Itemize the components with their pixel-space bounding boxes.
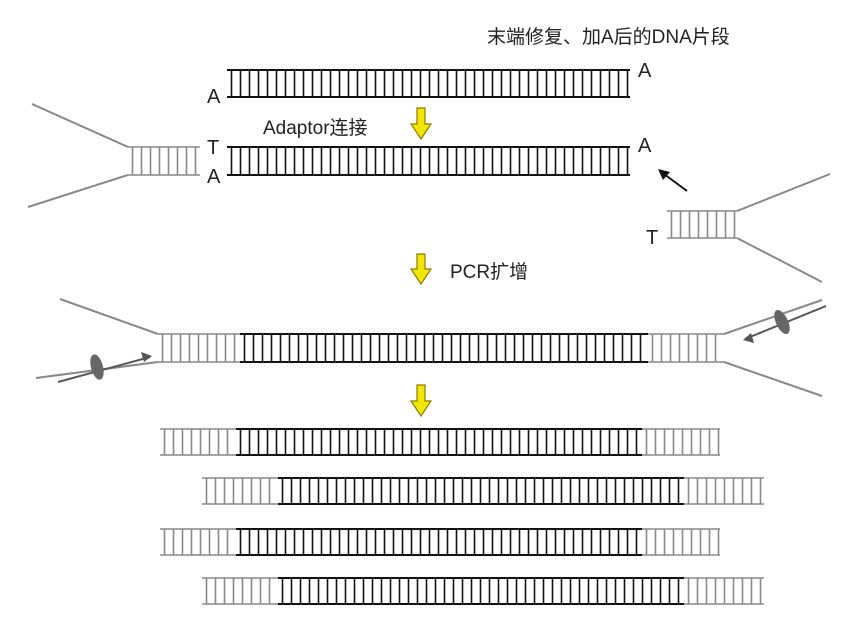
adaptor-right-arms (736, 173, 831, 283)
amplicon-2-adaptor-left (202, 477, 278, 505)
amplicon-4-insert (278, 577, 684, 605)
ligation-step-label: Adaptor连接 (263, 118, 368, 139)
base-label: T (646, 227, 659, 249)
fragment-duplex-ligation (227, 146, 630, 176)
base-label: A (638, 135, 652, 157)
base-label: A (638, 60, 652, 82)
pcr-step-label: PCR扩增 (450, 262, 529, 283)
amplicon-3-adaptor-left (160, 528, 236, 556)
amplicon-3-adaptor-right (642, 528, 720, 556)
base-label: A (207, 166, 221, 188)
amplicon-1-insert (236, 428, 642, 456)
adaptor-left-duplex (128, 146, 200, 176)
amplicon-1-adaptor-right (642, 428, 720, 456)
ligated-adaptor-left (158, 333, 240, 363)
base-label: A (207, 86, 221, 108)
adaptor-left-arms (27, 103, 129, 208)
top-caption: 末端修复、加A后的DNA片段 (487, 27, 730, 48)
primer-icon (743, 305, 827, 343)
down-arrow-icon (409, 107, 433, 141)
base-label: T (207, 137, 220, 159)
amplicon-4-adaptor-right (684, 577, 764, 605)
amplicon-1-adaptor-left (160, 428, 236, 456)
fragment-duplex-top (227, 69, 630, 98)
down-arrow-icon (409, 253, 433, 286)
ligated-adaptor-right (648, 333, 724, 363)
diagonal-arrow-icon (658, 169, 688, 192)
adaptor-right-duplex (667, 210, 737, 239)
amplicon-2-adaptor-right (684, 477, 764, 505)
amplicon-3-insert (236, 528, 642, 556)
ligated-adaptor-arms (35, 298, 823, 397)
primer-icon (57, 352, 152, 383)
down-arrow-icon (409, 384, 433, 418)
ligated-fragment-duplex (240, 333, 648, 363)
amplicon-4-adaptor-left (202, 577, 278, 605)
amplicon-2-insert (278, 477, 684, 505)
